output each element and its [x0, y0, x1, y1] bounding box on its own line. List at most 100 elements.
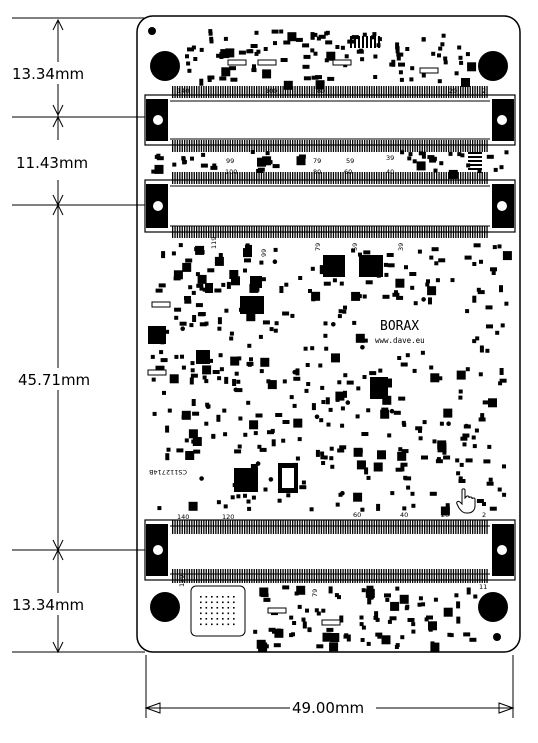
connector-pin — [428, 520, 431, 534]
connector-pin — [486, 520, 488, 534]
smd-part — [472, 295, 477, 303]
connector-pin — [402, 140, 404, 152]
smd-part — [478, 417, 486, 422]
smd-part — [443, 56, 448, 61]
connector-pin — [256, 172, 258, 184]
smd-part — [358, 252, 362, 257]
bga-ball — [200, 612, 202, 615]
connector-pin — [390, 172, 392, 184]
pin-label: 79 — [314, 243, 322, 251]
smd-part — [400, 362, 408, 367]
connector-pin — [205, 226, 207, 238]
connector-pin — [404, 140, 407, 152]
connector-pin — [186, 226, 188, 238]
connector-pin — [340, 86, 342, 98]
smd-part — [253, 431, 258, 436]
smd-part — [165, 453, 170, 461]
connector-pin — [198, 140, 200, 152]
connector-pin — [188, 140, 191, 152]
smd-part — [450, 278, 455, 283]
bga-ball — [216, 612, 219, 615]
connector-pin — [392, 140, 395, 152]
smd-part — [340, 406, 345, 411]
connector-pin — [359, 172, 361, 184]
connector-pin — [368, 520, 371, 534]
connector-pin — [378, 86, 380, 98]
connector-pin — [388, 140, 390, 152]
smd-part — [204, 421, 209, 426]
connector-pin — [294, 140, 296, 152]
smd-part — [226, 281, 231, 289]
bga-ball — [222, 601, 224, 604]
connector-pin — [464, 520, 467, 534]
connector-pin — [263, 140, 265, 152]
connector-pin — [323, 520, 325, 534]
smd-part — [465, 52, 470, 57]
connector-pin — [301, 140, 303, 152]
connector-pin — [299, 172, 301, 184]
connector-pin — [215, 520, 217, 534]
resistor-outline — [321, 619, 341, 626]
connector-pin — [361, 86, 363, 98]
smd-part — [219, 76, 227, 81]
smd-part — [279, 286, 284, 293]
bga-ball — [227, 623, 230, 626]
smd-part — [488, 398, 497, 408]
connector-pin — [476, 86, 479, 98]
connector-pin — [244, 140, 246, 152]
smd-part — [449, 633, 454, 638]
connector-pin — [208, 172, 210, 184]
connector-pin — [311, 569, 313, 583]
connector-top-inner-labels: 99 79 59 39 100 80 60 40 — [225, 154, 394, 176]
ic-chip — [148, 326, 166, 344]
connector-pin — [409, 569, 411, 583]
pin-label: 99 — [226, 157, 234, 165]
smd-part — [499, 165, 504, 170]
connector-pin — [414, 172, 416, 184]
bga-ball — [205, 618, 208, 620]
connector-pin — [220, 172, 222, 184]
smd-part — [196, 283, 204, 288]
smd-part — [473, 243, 481, 248]
smd-part — [202, 365, 212, 375]
smd-part — [448, 169, 458, 179]
connector-pin — [239, 569, 241, 583]
via — [203, 357, 209, 363]
smd-part — [191, 290, 196, 295]
connector-pin — [421, 86, 423, 98]
smd-part — [265, 151, 270, 156]
connector-pin — [455, 226, 457, 238]
connector-pin — [412, 569, 414, 583]
connector-pin — [481, 172, 483, 184]
connector-pin — [390, 520, 392, 534]
connector-pin — [198, 226, 200, 238]
connector-pin — [328, 520, 330, 534]
smd-part — [243, 493, 247, 498]
connector-pin — [416, 226, 419, 238]
smd-part — [463, 632, 471, 637]
bga-ball — [216, 618, 219, 620]
smd-part — [428, 624, 433, 632]
smd-part — [422, 420, 427, 425]
bga-ball — [211, 596, 213, 598]
connector-pin — [308, 520, 311, 534]
connector-pin — [467, 569, 469, 583]
smd-part — [361, 432, 369, 436]
smd-part — [320, 455, 325, 460]
connector-pin — [426, 520, 428, 534]
connector-pin — [287, 226, 289, 238]
smd-part — [504, 301, 509, 306]
smd-part — [260, 357, 270, 367]
smd-part — [439, 421, 444, 426]
connector-pin — [431, 569, 433, 583]
smd-part — [360, 57, 365, 62]
bga-ball — [205, 601, 208, 604]
dim-middle-height: 45.71mm — [18, 371, 90, 389]
connector-pin — [296, 569, 299, 583]
smd-part — [223, 432, 228, 437]
connector-pin — [244, 226, 246, 238]
connector-pin — [284, 569, 287, 583]
connector-pin — [200, 520, 203, 534]
resistor-outline — [332, 59, 352, 66]
smd-part — [181, 415, 186, 420]
